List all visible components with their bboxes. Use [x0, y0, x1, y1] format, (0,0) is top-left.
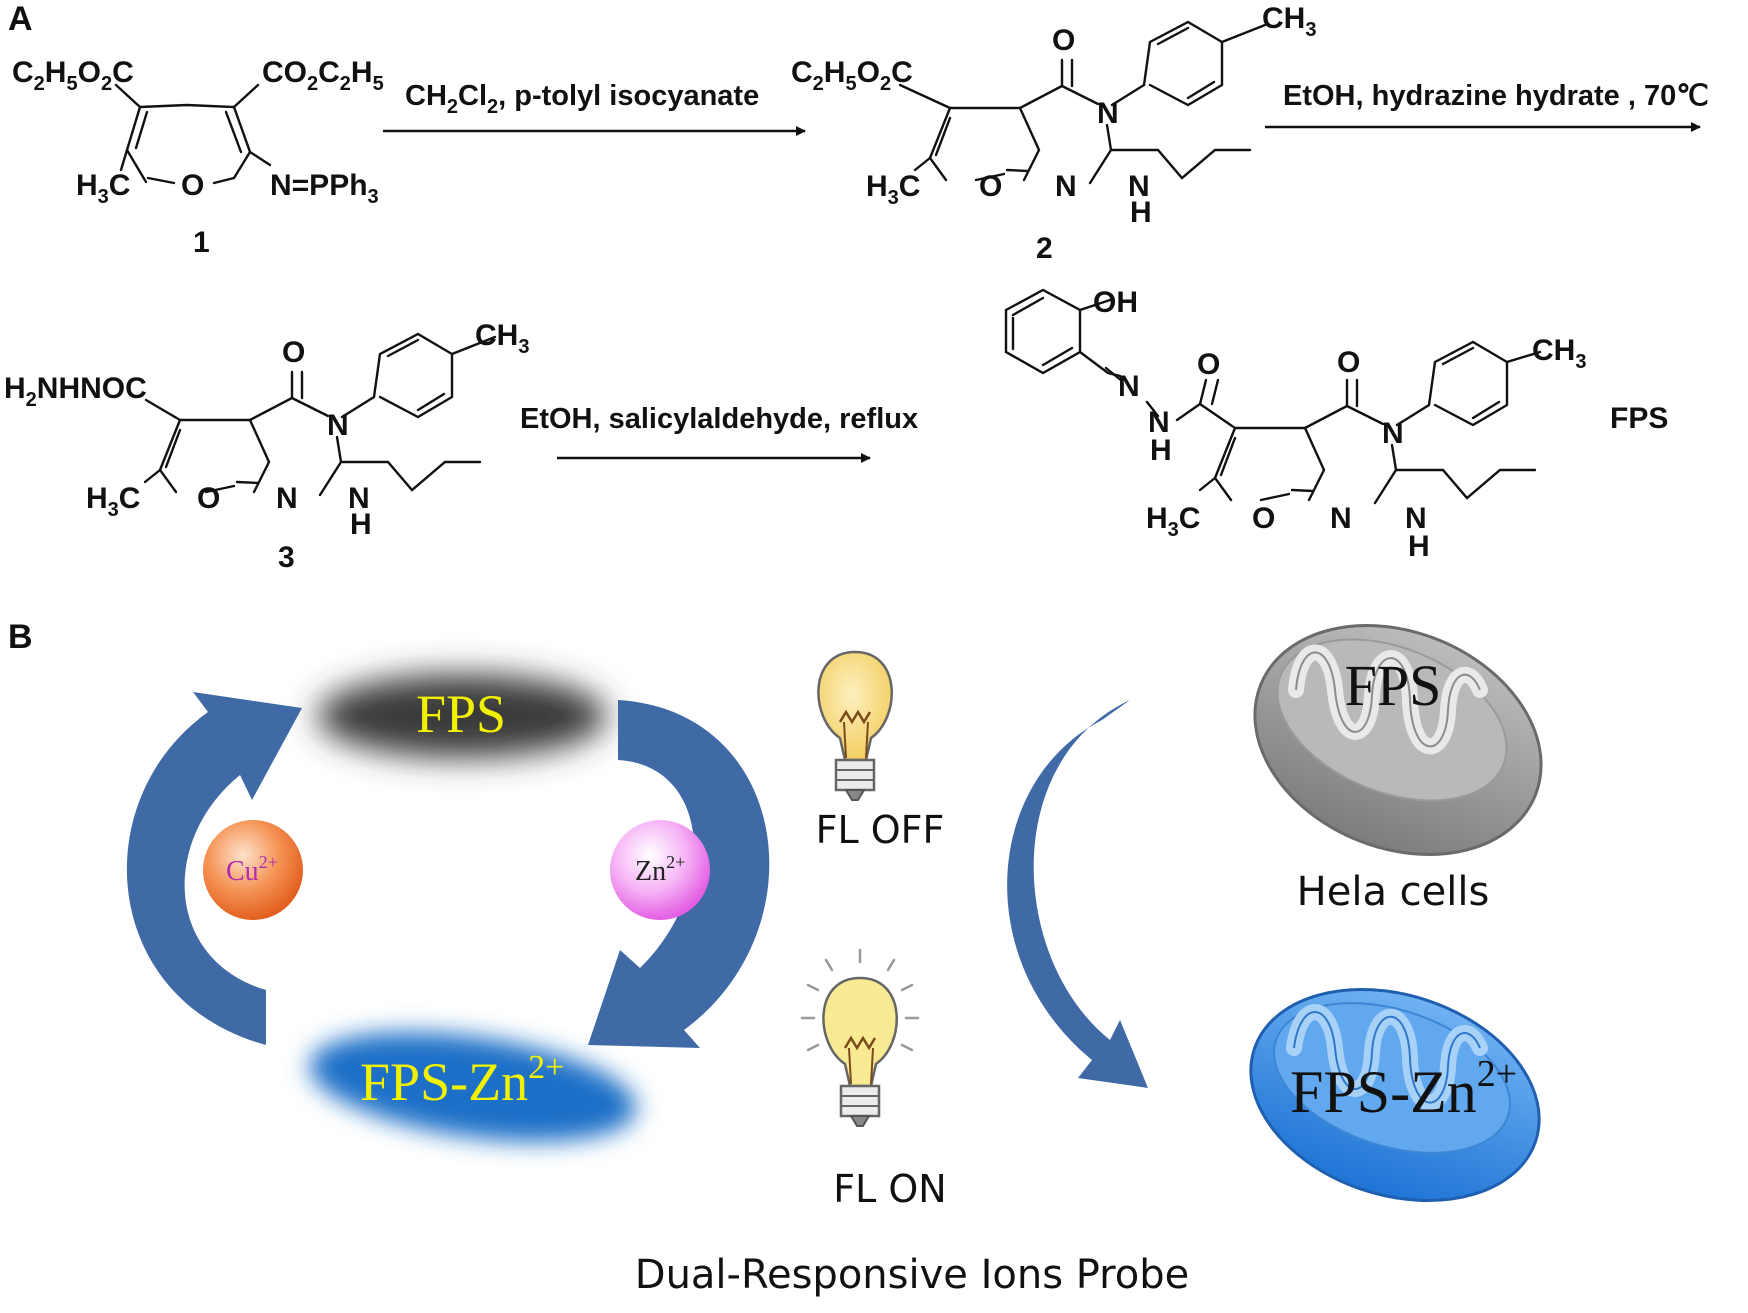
compound-number: 2 [1036, 232, 1053, 265]
compound-3: O N CH3 H2NHNOC H3C O N N H 3 [4, 319, 529, 574]
n1-atom: N [276, 482, 298, 515]
n1-atom: N [1330, 502, 1352, 535]
carbonyl-oxygen: O [1337, 346, 1360, 379]
step1-reagents: CH2Cl2, p-tolyl isocyanate [405, 80, 759, 118]
carbonyl-oxygen: O [282, 336, 305, 369]
hydroxyl-label: OH [1093, 286, 1138, 319]
fps-dark-blob [317, 674, 607, 758]
carbonyl-oxygen: O [1052, 24, 1075, 57]
methyl-label: H3C [1146, 502, 1200, 541]
amide-oxygen: O [1197, 348, 1220, 381]
fluorescence-on-bulb-icon [800, 948, 920, 1127]
methyl-label: H3C [86, 482, 140, 521]
n1-atom: N [1055, 170, 1077, 203]
nh-h-atom: H [1408, 530, 1430, 563]
step2-reagents: EtOH, hydrazine hydrate , 70℃ [1283, 80, 1709, 112]
cell-fps-label: FPS [1345, 653, 1442, 718]
complex-label: FPS-Zn2+ [360, 1049, 564, 1112]
cu-ion-label: Cu2+ [226, 852, 278, 887]
figure-caption: Dual-Responsive Ions Probe [635, 1252, 1189, 1298]
cell-stage-arrow [1007, 700, 1148, 1088]
ring-oxygen: O [1252, 502, 1275, 535]
hydrazone-nh-n: N [1148, 406, 1170, 439]
ch3-label: CH3 [1262, 2, 1316, 41]
panel-b-label: B [8, 618, 33, 656]
fl-on-label: FL ON [833, 1167, 946, 1211]
ch3-label: CH3 [1532, 334, 1586, 373]
nh-h-atom: H [350, 508, 372, 541]
cells-label: Hela cells [1297, 869, 1490, 915]
zn-ion-label: Zn2+ [635, 852, 685, 887]
cell-complex-label: FPS-Zn2+ [1290, 1053, 1517, 1125]
ring-oxygen: O [979, 170, 1002, 203]
methyl-label: H3C [76, 169, 130, 208]
hydrazone-nh-h: H [1150, 434, 1172, 467]
methyl-label: H3C [866, 170, 920, 209]
mitochondrion-icon [1253, 624, 1543, 856]
ester-label: C2H5O2C [791, 56, 913, 95]
nh-n-atom: N [348, 482, 370, 515]
product-fps: OH N N H O O N CH3 H3C O N N H FPS [1004, 286, 1668, 563]
compound-number: 1 [193, 226, 210, 259]
compound-number: 3 [278, 541, 295, 574]
product-name: FPS [1610, 402, 1668, 435]
panel-a-label: A [8, 0, 33, 38]
n3-atom: N [1097, 97, 1119, 130]
complex-blue-blob [309, 1032, 637, 1142]
ylide-label: N=PPh3 [270, 169, 379, 208]
step3-reagents: EtOH, salicylaldehyde, reflux [520, 403, 918, 435]
ring-oxygen: O [181, 169, 204, 202]
left-cycle-arrow [126, 692, 302, 1045]
ring-oxygen: O [197, 482, 220, 515]
hydrazide-label: H2NHNOC [4, 372, 147, 411]
cu-ion-sphere [203, 820, 303, 920]
ester-left-label: C2H5O2C [12, 56, 134, 95]
n3-atom: N [327, 409, 349, 442]
nh-h-atom: H [1130, 196, 1152, 229]
zn-ion-sphere [610, 820, 710, 920]
n3-atom: N [1382, 417, 1404, 450]
fl-off-label: FL OFF [816, 808, 945, 852]
mitochondrion-icon [1249, 987, 1541, 1203]
nh-n-atom: N [1128, 170, 1150, 203]
ch3-label: CH3 [475, 319, 529, 358]
fps-label: FPS [416, 684, 506, 744]
fluorescence-off-bulb-icon [817, 650, 893, 801]
nh-n-atom: N [1405, 502, 1427, 535]
right-cycle-arrow [588, 700, 770, 1048]
compound-2: O N CH3 C2H5O2C H3C O N N H 2 [791, 2, 1316, 265]
ester-right-label: CO2C2H5 [262, 56, 384, 95]
compound-1: C2H5O2C CO2C2H5 H3C O N=PPh3 1 [12, 56, 384, 259]
imine-nitrogen: N [1118, 370, 1140, 403]
